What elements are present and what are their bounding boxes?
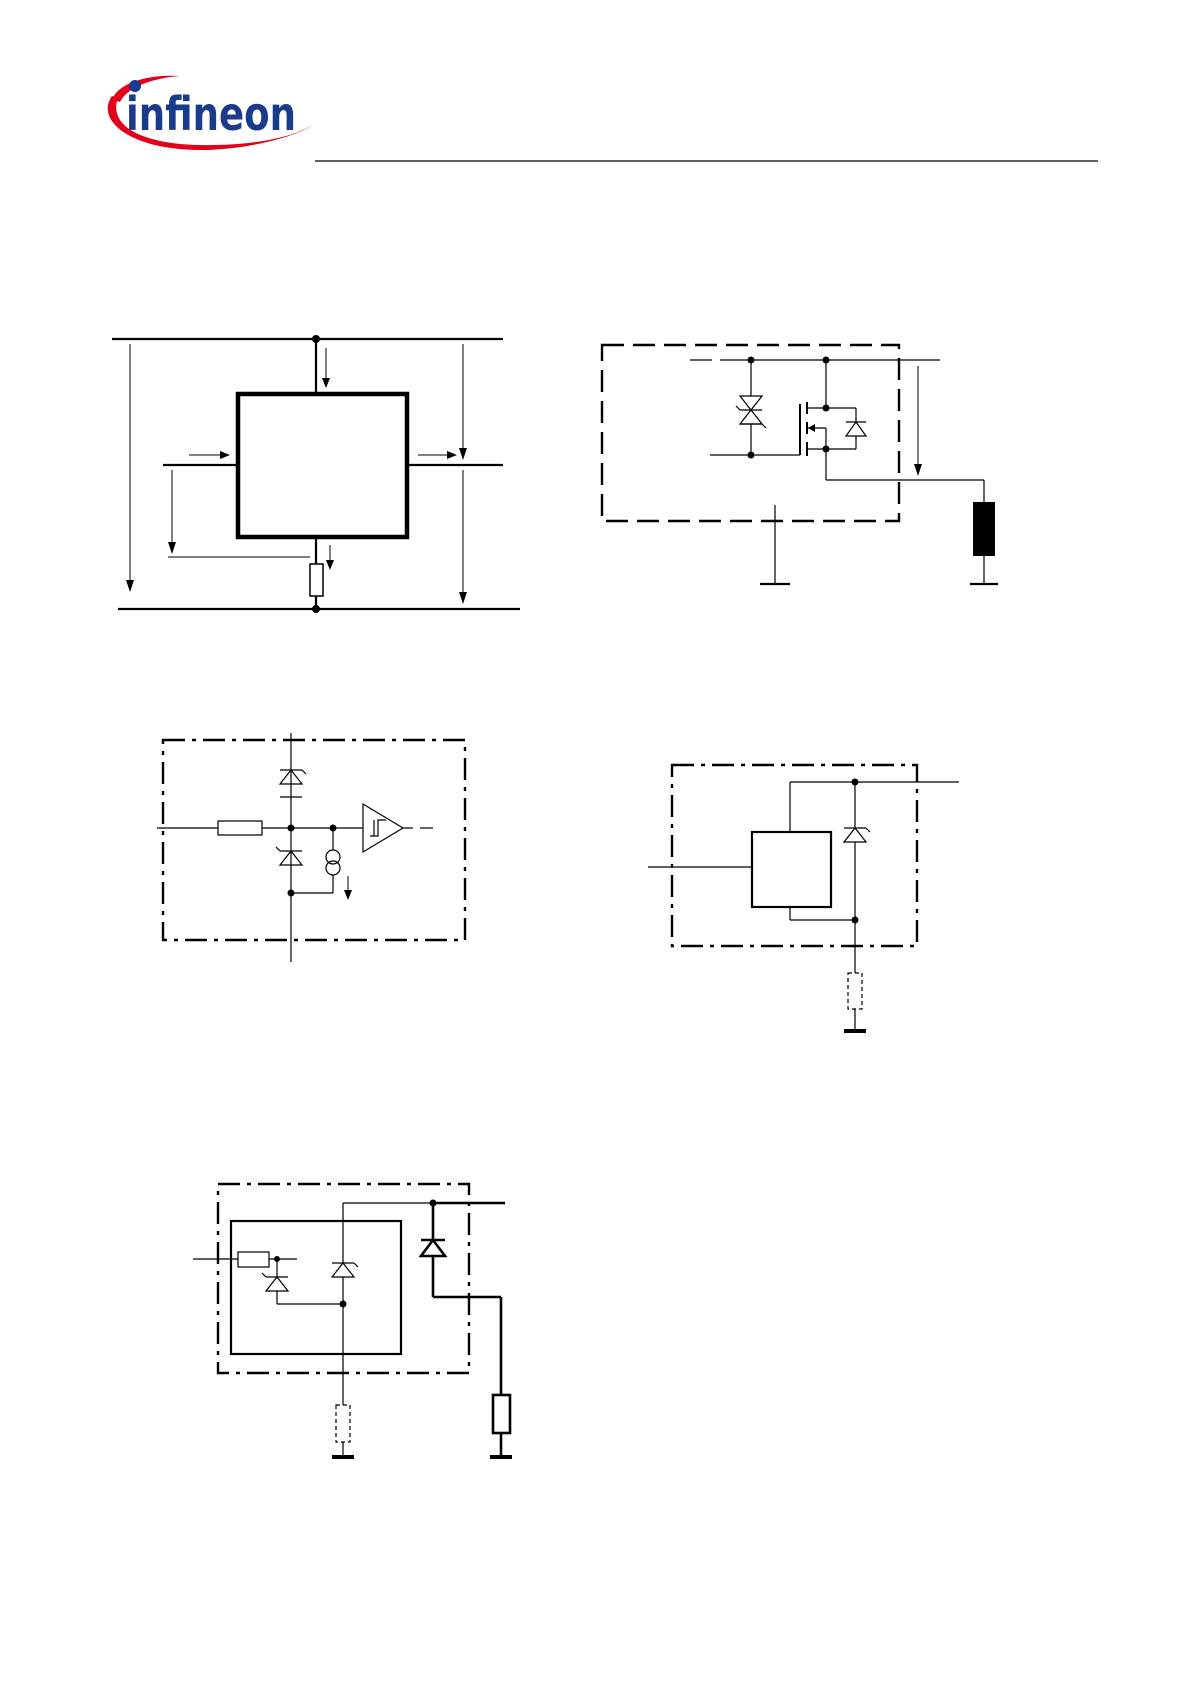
block-terminal-diagram	[112, 335, 520, 613]
input-circuit	[157, 733, 467, 962]
high-side-switch-output-stage	[600, 343, 998, 586]
schmitt-trigger	[362, 802, 405, 854]
load-resistor	[973, 502, 995, 556]
input-resistor	[217, 820, 263, 836]
input-resistor	[237, 1251, 270, 1268]
inductive-load-protection-circuit	[193, 1182, 512, 1459]
logo-dot	[129, 80, 141, 92]
chip-boundary	[600, 343, 901, 523]
logic-block	[750, 830, 833, 909]
logo-wordmark: infineon	[126, 87, 296, 141]
ground-resistor	[309, 563, 324, 597]
ic-block	[235, 391, 410, 540]
infineon-logo: infineon	[107, 75, 312, 150]
ic-block	[229, 1219, 403, 1356]
optional-ground-resistor	[335, 1404, 351, 1443]
status-output-circuit	[648, 763, 959, 1033]
optional-ground-resistor	[847, 972, 863, 1010]
chip-boundary	[670, 763, 919, 948]
logo-swoosh-top	[112, 75, 180, 102]
chip-boundary	[161, 738, 467, 942]
load-resistor	[491, 1393, 512, 1435]
